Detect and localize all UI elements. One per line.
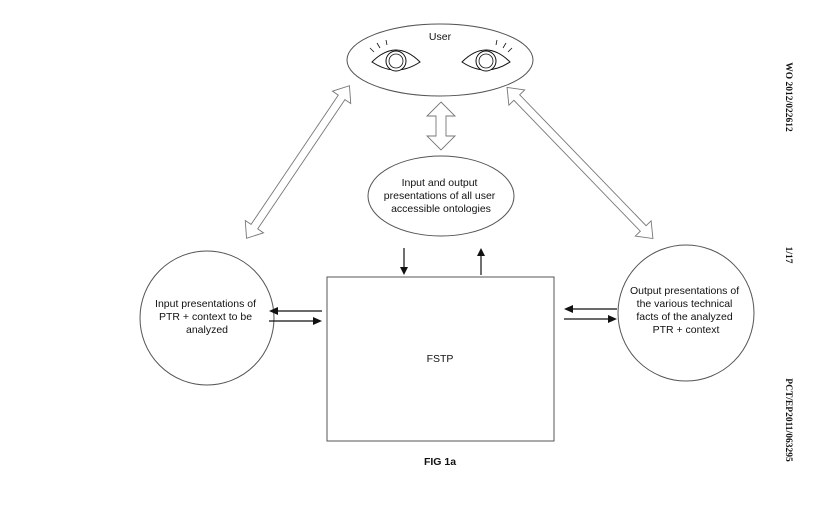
input-node: Input presentations of PTR + context to …: [139, 250, 275, 386]
left-eye-icon: [369, 39, 421, 72]
page-number: 1/17: [783, 247, 793, 264]
output-label-line: PTR + context: [653, 324, 720, 336]
output-label-line: facts of the analyzed: [636, 311, 732, 323]
output-label-line: the various technical: [637, 298, 733, 310]
input-label: Input presentations of PTR + context to …: [155, 298, 259, 336]
output-to-fstp-arrow: [564, 305, 617, 313]
fstp-to-output-arrow: [564, 315, 617, 323]
fstp-node: FSTP: [326, 276, 555, 442]
input-label-line: Input presentations of: [155, 298, 256, 310]
output-node: Output presentations of the various tech…: [617, 244, 755, 382]
figure-caption: FIG 1a: [424, 456, 456, 468]
application-number: PCT/EP2011/063295: [783, 378, 793, 462]
publication-number: WO 2012/022612: [783, 62, 793, 132]
ontologies-ellipse: [367, 155, 515, 237]
ontologies-label: Input and output presentations of all us…: [384, 177, 498, 215]
output-label-line: Output presentations of: [630, 285, 739, 297]
input-circle: [139, 250, 275, 386]
right-eye-icon: [461, 39, 513, 72]
ontologies-label-line: Input and output: [402, 177, 478, 189]
output-label: Output presentations of the various tech…: [630, 285, 742, 336]
ontologies-node: Input and output presentations of all us…: [367, 155, 515, 237]
input-to-fstp-arrow: [269, 317, 322, 325]
user-output-double-arrow: [506, 86, 654, 240]
user-ellipse: [346, 23, 534, 97]
ontologies-label-line: presentations of all user: [384, 190, 496, 202]
fstp-to-input-arrow: [269, 307, 322, 315]
input-label-line: analyzed: [186, 324, 228, 336]
user-ontologies-double-arrow: [425, 101, 457, 151]
output-circle: [617, 244, 755, 382]
user-label: User: [429, 31, 452, 43]
ontologies-to-fstp-arrow: [400, 248, 408, 275]
fstp-label: FSTP: [427, 353, 454, 365]
user-node: User: [346, 23, 534, 97]
ontologies-label-line: accessible ontologies: [391, 203, 491, 215]
fstp-to-ontologies-arrow: [477, 248, 485, 275]
input-label-line: PTR + context to be: [159, 311, 252, 323]
fstp-box: [326, 276, 555, 442]
user-input-double-arrow: [244, 85, 352, 239]
